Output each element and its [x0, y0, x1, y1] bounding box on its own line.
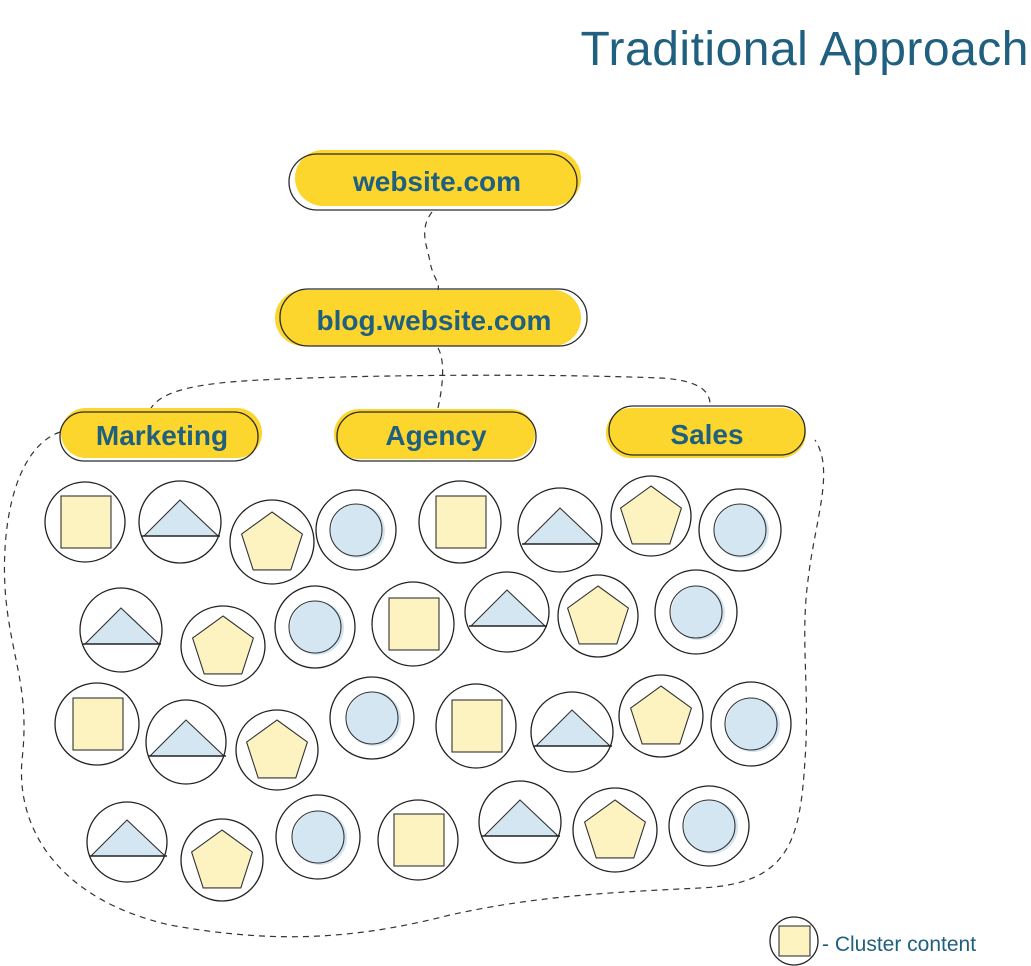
circle-content-icon: [654, 569, 738, 655]
node-marketing: Marketing: [59, 408, 262, 462]
node-agency: Agency: [334, 409, 537, 462]
pentagon-content-icon: [229, 499, 315, 585]
triangle-content-icon: [86, 801, 168, 883]
circle-content-icon: [668, 785, 750, 867]
triangle-content-icon: [79, 587, 163, 673]
square-content-icon: [44, 481, 126, 563]
pentagon-content-icon: [180, 605, 266, 687]
cluster-content-icons: [44, 475, 792, 902]
circle-content-icon: [698, 488, 782, 572]
node-root-label: website.com: [352, 166, 521, 197]
connector-blog-branches: [149, 374, 711, 411]
connector-blog-agency: [437, 347, 444, 409]
node-blog-label: blog.website.com: [317, 305, 552, 336]
circle-content-icon: [274, 585, 356, 669]
square-content-icon: [435, 683, 517, 769]
node-agency-label: Agency: [385, 420, 487, 451]
node-blog: blog.website.com: [275, 288, 588, 347]
pentagon-content-icon: [572, 787, 658, 873]
node-sales: Sales: [606, 405, 806, 458]
circle-content-icon: [710, 681, 792, 767]
pentagon-content-icon: [610, 475, 692, 557]
triangle-content-icon: [530, 691, 614, 773]
legend-label: - Cluster content: [822, 933, 976, 956]
square-content-icon: [377, 799, 459, 881]
circle-content-icon: [275, 794, 361, 880]
triangle-content-icon: [145, 699, 227, 785]
legend: - Cluster content: [769, 916, 976, 966]
square-content-icon: [418, 480, 502, 564]
cluster-boundary: [3, 431, 825, 938]
page-title: Traditional Approach: [580, 23, 1029, 76]
node-sales-label: Sales: [670, 419, 743, 450]
connector-root-blog: [424, 211, 439, 291]
circle-content-icon: [315, 489, 397, 571]
triangle-content-icon: [517, 487, 603, 573]
triangle-content-icon: [464, 571, 550, 653]
pentagon-content-icon: [235, 709, 319, 791]
node-marketing-label: Marketing: [96, 420, 228, 451]
square-content-icon: [371, 581, 455, 667]
triangle-content-icon: [138, 480, 222, 564]
legend-icon: [769, 916, 819, 966]
circle-content-icon: [329, 676, 415, 760]
pentagon-content-icon: [557, 574, 639, 658]
node-root: website.com: [288, 150, 581, 211]
triangle-content-icon: [478, 780, 562, 864]
pentagon-content-icon: [180, 818, 264, 902]
square-content-icon: [54, 682, 140, 766]
pentagon-content-icon: [618, 674, 704, 758]
